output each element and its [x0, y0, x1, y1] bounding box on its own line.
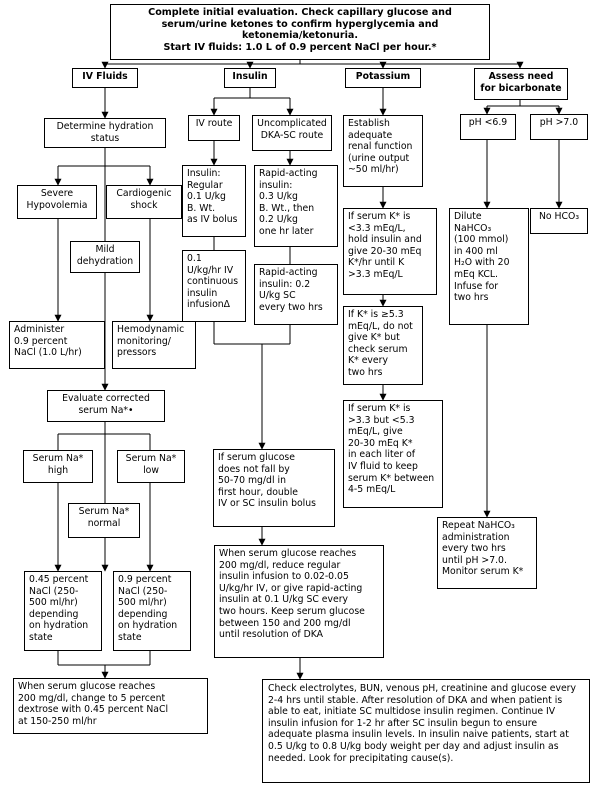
potassium-header: Potassium: [345, 68, 421, 88]
evaluate-serum-na-box: Evaluate corrected serum Na*•: [47, 390, 165, 422]
sc-route-box: Uncomplicated DKA-SC route: [252, 115, 332, 151]
iv-fluids-header: IV Fluids: [72, 68, 138, 88]
iv-route-box: IV route: [188, 115, 240, 141]
mild-dehydration-box: Mild dehydration: [70, 241, 140, 273]
rapid-acting-sc-box: Rapid-acting insulin: 0.2 U/kg SC every …: [254, 264, 338, 325]
initial-evaluation-box: Complete initial evaluation. Check capil…: [110, 4, 490, 60]
dilute-nahco3-box: Dilute NaHCO₃ (100 mmol) in 400 ml H₂O w…: [449, 208, 529, 325]
no-hco3-box: No HCO₃: [530, 208, 588, 234]
potassium-low-box: If serum K* is <3.3 mEq/L, hold insulin …: [343, 208, 437, 295]
nacl-09-box: 0.9 percent NaCl (250- 500 ml/hr) depend…: [113, 571, 191, 651]
serum-na-normal-box: Serum Na* normal: [68, 503, 140, 538]
bicarbonate-header: Assess need for bicarbonate: [474, 68, 568, 100]
ph-above-7-box: pH >7.0: [530, 114, 588, 140]
rapid-acting-insulin-box: Rapid-acting insulin: 0.3 U/kg B. Wt., t…: [254, 165, 338, 247]
glucose-not-fall-box: If serum glucose does not fall by 50-70 …: [213, 449, 335, 527]
cardiogenic-shock-box: Cardiogenic shock: [106, 185, 182, 219]
hydration-status-box: Determine hydration status: [44, 118, 166, 148]
serum-na-high-box: Serum Na* high: [23, 450, 93, 483]
administer-nacl-box: Administer 0.9 percent NaCl (1.0 L/hr): [9, 321, 105, 369]
nacl-045-box: 0.45 percent NaCl (250- 500 ml/hr) depen…: [24, 571, 102, 651]
final-monitoring-box: Check electrolytes, BUN, venous pH, crea…: [262, 679, 590, 783]
severe-hypovolemia-box: Severe Hypovolemia: [17, 185, 97, 219]
hemodynamic-monitoring-box: Hemodynamic monitoring/ pressors: [112, 321, 196, 369]
regular-insulin-bolus-box: Insulin: Regular 0.1 U/kg B. Wt. as IV b…: [182, 165, 246, 237]
renal-function-box: Establish adequate renal function (urine…: [343, 115, 423, 187]
insulin-header: Insulin: [224, 68, 276, 88]
ph-below-6-9-box: pH <6.9: [460, 114, 516, 140]
repeat-nahco3-box: Repeat NaHCO₃ administration every two h…: [437, 517, 537, 589]
potassium-high-box: If K* is ≥5.3 mEq/L, do not give K* but …: [343, 306, 423, 385]
glucose-200-dextrose-box: When serum glucose reaches 200 mg/dl, ch…: [13, 678, 208, 734]
glucose-reaches-200-box: When serum glucose reaches 200 mg/dl, re…: [214, 545, 384, 658]
continuous-insulin-infusion-box: 0.1 U/kg/hr IV continuous insulin infusi…: [182, 250, 246, 322]
serum-na-low-box: Serum Na* low: [117, 450, 185, 483]
potassium-mid-box: If serum K* is >3.3 but <5.3 mEq/L, give…: [343, 400, 443, 508]
